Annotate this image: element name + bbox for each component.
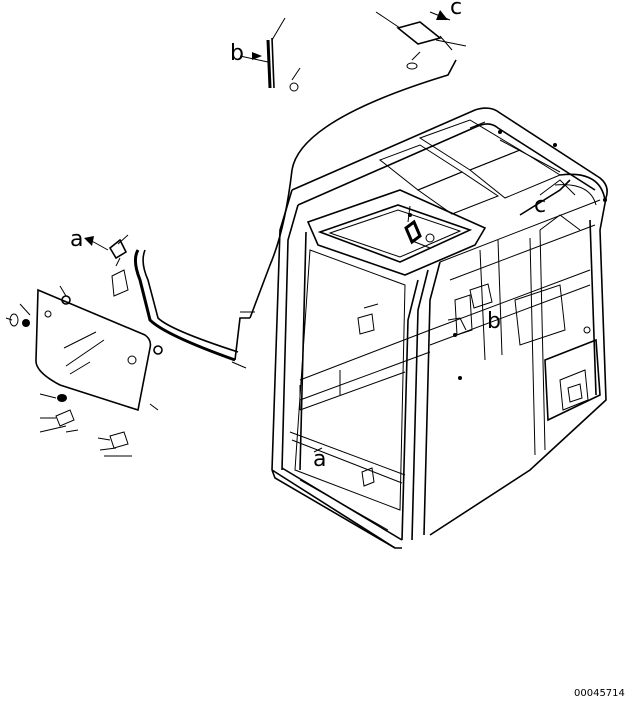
drawing-number: 00045714 — [574, 688, 625, 699]
cab-detail-parts — [313, 179, 576, 487]
callout-label-a-cab: a — [313, 447, 326, 472]
antenna-part — [239, 17, 301, 92]
callout-label-c-cab: c — [534, 193, 546, 218]
antenna-wire — [133, 59, 457, 369]
callout-label-b: b — [230, 41, 244, 66]
cab-frame — [271, 107, 608, 549]
connector-part — [375, 10, 467, 70]
glass-panel — [5, 234, 163, 457]
callout-label-c: c — [450, 0, 462, 20]
callout-label-b-cab: b — [487, 309, 501, 334]
callout-label-a: a — [70, 227, 83, 252]
